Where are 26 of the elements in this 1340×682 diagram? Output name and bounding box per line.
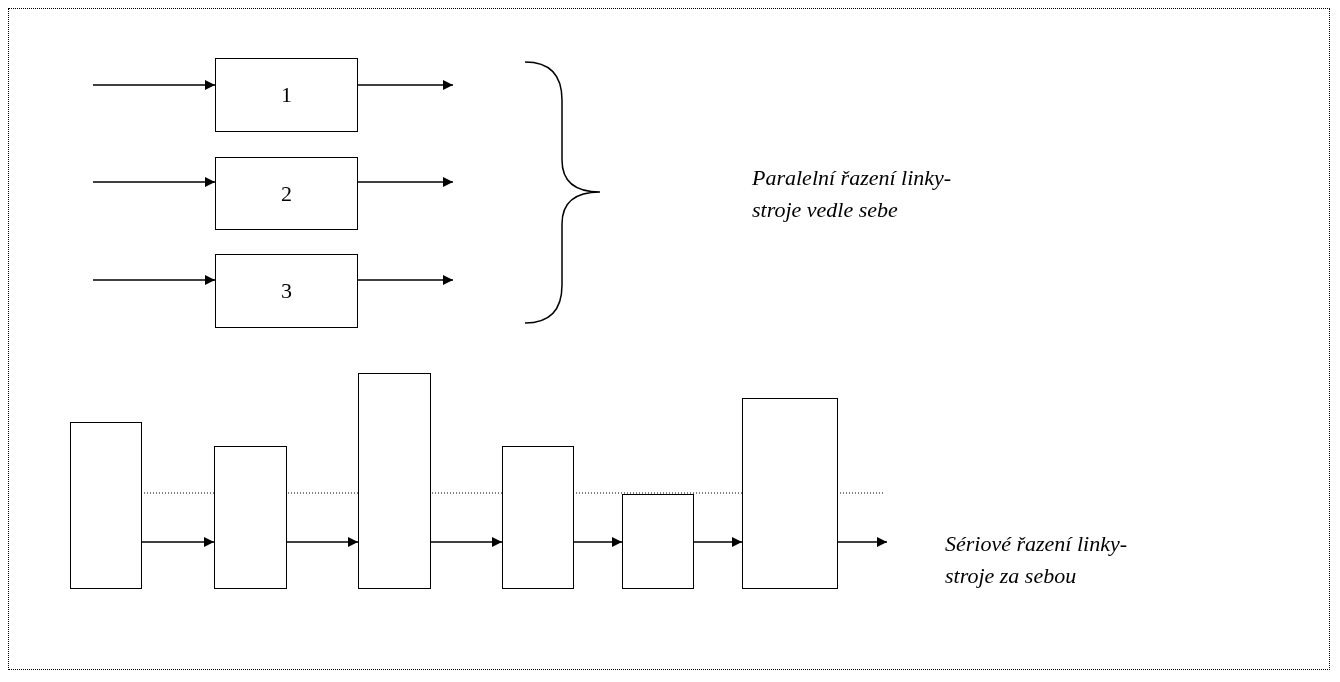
arrow bbox=[693, 537, 743, 547]
arrow bbox=[92, 80, 216, 90]
box-label: 1 bbox=[281, 82, 292, 108]
machine-box bbox=[742, 398, 838, 589]
arrow bbox=[430, 537, 503, 547]
machine-box bbox=[70, 422, 142, 589]
box-label: 2 bbox=[281, 180, 292, 207]
description-text: Paralelní řazení linky-stroje vedle sebe bbox=[752, 164, 953, 224]
box-label: 3 bbox=[281, 278, 292, 304]
machine-box bbox=[622, 494, 694, 589]
process-box bbox=[215, 58, 358, 132]
machine-box bbox=[214, 446, 287, 589]
arrow bbox=[357, 177, 454, 187]
arrow bbox=[286, 537, 359, 547]
process-box bbox=[215, 157, 358, 230]
arrow bbox=[837, 537, 888, 547]
arrow bbox=[92, 177, 216, 187]
machine-box bbox=[358, 373, 431, 589]
arrow bbox=[92, 275, 216, 285]
machine-box bbox=[502, 446, 574, 589]
arrow bbox=[357, 275, 454, 285]
arrow bbox=[357, 80, 454, 90]
arrow bbox=[573, 537, 623, 547]
description-text: Sériové řazení linky-stroje za sebou bbox=[945, 530, 1129, 590]
process-box bbox=[215, 254, 358, 328]
arrow bbox=[141, 537, 215, 547]
